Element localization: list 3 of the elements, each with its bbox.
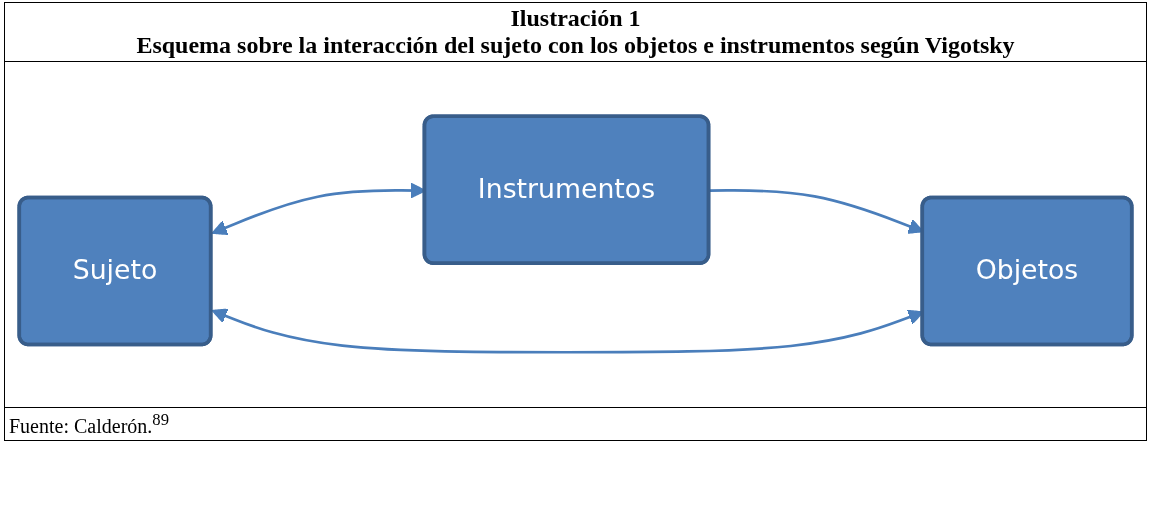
source-caption: Fuente: Calderón.$^{89}$ — [9, 414, 169, 437]
figure-number: Ilustración 1 — [510, 5, 641, 32]
figure-title: Esquema sobre la interacción del sujeto con los objetos e instrumentos según Vigotsky — [136, 32, 1015, 59]
